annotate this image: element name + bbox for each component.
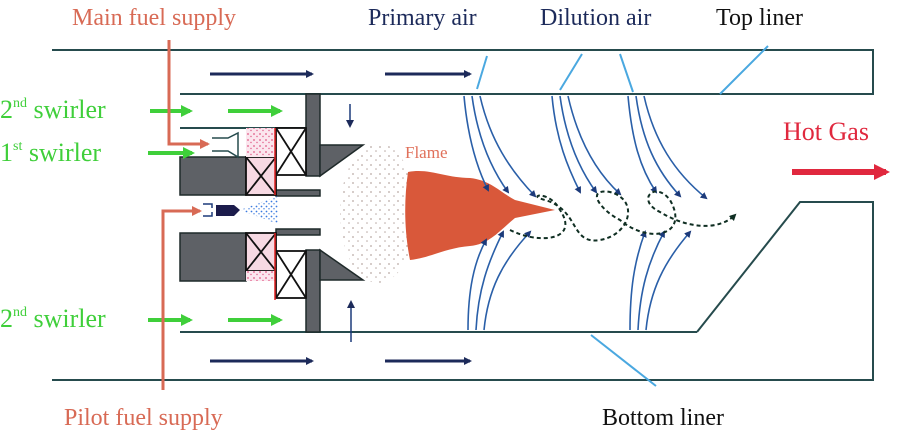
pilot-injector-icon <box>203 196 278 224</box>
first-swirler-vanes <box>245 128 277 281</box>
label-leaders <box>476 45 769 387</box>
dilution-air-label: Dilution air <box>540 5 651 31</box>
air-flow-arrows <box>210 70 472 365</box>
fuel-spray <box>340 143 416 283</box>
top-liner-label: Top liner <box>716 5 803 31</box>
fuel-lines <box>161 40 210 390</box>
bottom-liner-label: Bottom liner <box>602 405 724 431</box>
burner-body <box>179 93 366 333</box>
first-swirler-label: 1st swirler <box>0 138 101 167</box>
pilot-fuel-supply-label: Pilot fuel supply <box>64 405 223 431</box>
outer-casing <box>52 49 874 381</box>
second-swirler-top-label: 2nd swirler <box>0 95 106 124</box>
hot-gas-label: Hot Gas <box>783 117 869 146</box>
second-swirler-bottom-label: 2nd swirler <box>0 304 106 333</box>
flame-shape <box>405 171 555 260</box>
main-fuel-injector-icon <box>212 131 239 159</box>
primary-air-label: Primary air <box>368 5 477 31</box>
flame-label: Flame <box>405 143 448 162</box>
second-swirler-vanes <box>274 127 307 300</box>
dilution-air-jets <box>551 95 708 331</box>
recirculation-vortices <box>509 190 737 242</box>
main-fuel-supply-label: Main fuel supply <box>72 5 236 31</box>
primary-air-jets <box>463 95 537 331</box>
